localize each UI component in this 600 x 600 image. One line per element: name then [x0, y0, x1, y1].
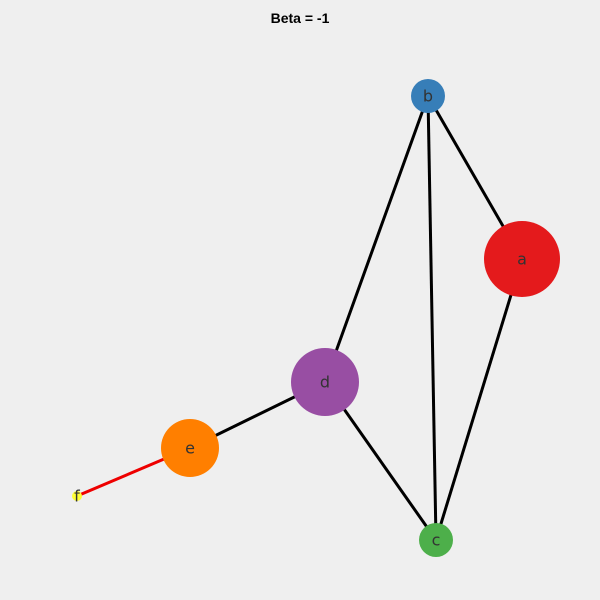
node-label-d: d — [320, 373, 330, 392]
node-circle-c — [419, 523, 453, 557]
edge-layer — [76, 95, 524, 541]
node-f: f — [72, 487, 82, 506]
figure-title: Beta = -1 — [270, 10, 330, 26]
node-label-e: e — [185, 439, 195, 458]
node-layer: a b c d e f — [72, 79, 560, 557]
node-label-b: b — [423, 87, 433, 106]
node-b: b — [411, 79, 445, 113]
node-a: a — [484, 221, 560, 297]
node-circle-b — [411, 79, 445, 113]
node-c: c — [419, 523, 453, 557]
node-circle-f — [72, 491, 82, 501]
node-d: d — [291, 348, 359, 416]
node-e: e — [161, 419, 219, 477]
node-circle-a — [484, 221, 560, 297]
node-circle-e — [161, 419, 219, 477]
edge-b-d — [323, 95, 430, 383]
node-label-f: f — [74, 487, 80, 506]
node-circle-d — [291, 348, 359, 416]
edge-b-c — [426, 95, 438, 541]
edge-a-c — [434, 258, 524, 541]
node-label-a: a — [517, 250, 527, 269]
node-label-c: c — [432, 531, 441, 550]
